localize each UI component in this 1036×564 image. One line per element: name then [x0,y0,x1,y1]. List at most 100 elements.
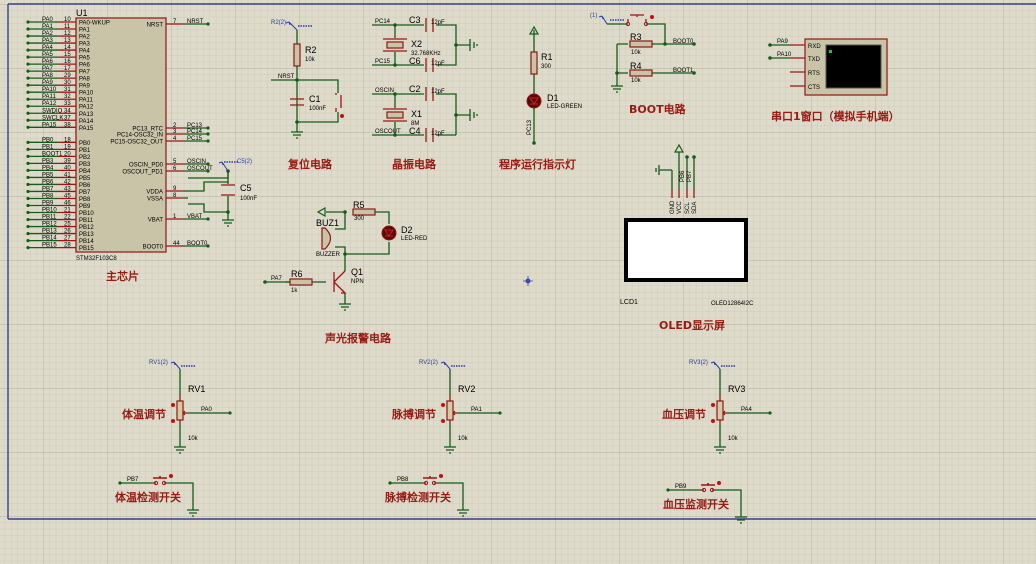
mcu-net-label: PB10 [42,208,57,214]
oled-pin-gnd: GND [670,200,676,214]
mcu-net-label: VBAT [187,214,203,220]
pc13-net: PC13 [527,119,533,135]
potentiometer[interactable] [446,400,454,421]
mcu-pin-name: OSCIN_PD0 [129,163,164,169]
run-led-title: 程序运行指示灯 [499,157,576,171]
mcu-pin-number: 39 [64,158,71,164]
r1-value: 300 [541,64,552,70]
mcu-net-label: PC14 [187,129,203,135]
alarm-circuit[interactable]: R5 300 D2 LED-RED BUZ1 BUZZER R6 1k Q1 N… [263,200,428,311]
crystal-circuit[interactable]: PC14 PC15 C3 12pF X2 32.768KHz C6 12pF O… [372,15,478,142]
reset-circuit[interactable]: R2(2) R2 10k NRST C1 100nF [271,20,344,139]
boot-title: BOOT电路 [629,102,687,116]
pot-net: PA4 [741,407,753,413]
mcu-pin-name: PB12 [79,225,94,231]
mcu-pin-name: PA11 [79,98,93,104]
mcu-pin-name: PA15 [79,126,94,132]
mcu-net-label: PA15 [42,122,57,128]
pot-title: 脉搏调节 [391,407,436,421]
r2-probe-label: R2(2) [271,20,286,26]
mcu-pin-name: PB1 [79,148,91,154]
potentiometer[interactable] [716,400,724,421]
oled-screen [624,218,748,282]
decoupling-c5[interactable]: C5(2) C5 100nF [188,159,257,227]
pot-value: 10k [188,436,199,442]
mcu-pin-name: PB11 [79,218,94,224]
cursor-crosshair [523,276,533,286]
potentiometer[interactable] [176,400,184,421]
x2-ref: X2 [411,39,422,49]
r2-ref: R2 [305,45,317,55]
r3-resistor [629,40,653,48]
mcu-net-label: PA3 [42,38,54,44]
run-led-circuit[interactable]: R1 300 D1 LED-GREEN PC13 [526,25,582,145]
oled-part: OLED12864I2C [711,301,754,307]
c3-ref: C3 [409,15,421,25]
mcu-pin-number: 30 [64,80,71,86]
uart-net-pa10: PA10 [777,52,792,58]
oled-display[interactable]: PB6 PB7 GND VCC SCL SDA LCD1 OLED12864I2… [620,143,754,307]
mcu-net-label: PA11 [42,94,56,100]
c5-ref: C5 [240,183,252,193]
boot-circuit[interactable]: (1) R3 10k R4 10k BOOT0 BOOT1 [590,13,696,93]
q1-ref: Q1 [351,267,363,277]
mcu-pin-name: PB6 [79,183,91,189]
d1-value: LED-GREEN [547,104,582,110]
mcu-pin-name: PB4 [79,169,91,175]
uart-terminal[interactable]: PA9 PA10 RXD TXD RTS CTS [768,38,888,96]
mcu-net-label: PB15 [42,243,57,249]
mcu-pin-name: PB9 [79,204,91,210]
pot-title: 血压调节 [662,407,706,421]
